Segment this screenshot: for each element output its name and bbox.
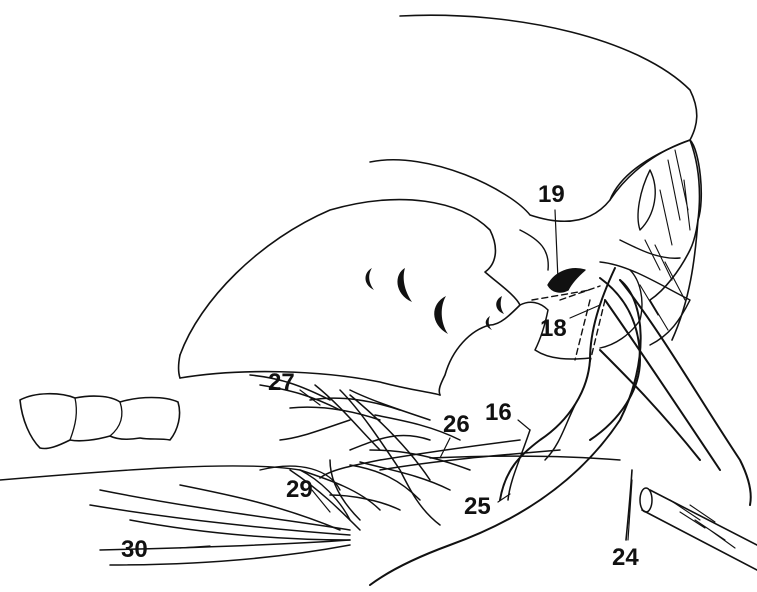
label-29: 29 (286, 476, 313, 503)
label-19: 19 (538, 181, 565, 208)
mandible-front (179, 355, 181, 378)
mandible-outline (180, 200, 520, 395)
label-16: 16 (485, 399, 512, 426)
nerve-fan (90, 375, 620, 565)
label-26: 26 (443, 411, 470, 438)
label-18: 18 (540, 315, 567, 342)
cranium-outline (400, 15, 701, 340)
structure-19-mass (548, 269, 585, 292)
label-24: 24 (612, 544, 639, 571)
mandible-lower-border (180, 372, 440, 395)
zygomatic-region (600, 140, 699, 348)
orbit-outline (370, 140, 690, 221)
leader-lines (180, 210, 632, 548)
teeth-fragment (20, 394, 180, 449)
muscle-cylinder (640, 488, 757, 570)
foramina (366, 268, 505, 334)
label-30: 30 (121, 536, 148, 563)
label-27: 27 (268, 369, 295, 396)
label-25: 25 (464, 493, 491, 520)
